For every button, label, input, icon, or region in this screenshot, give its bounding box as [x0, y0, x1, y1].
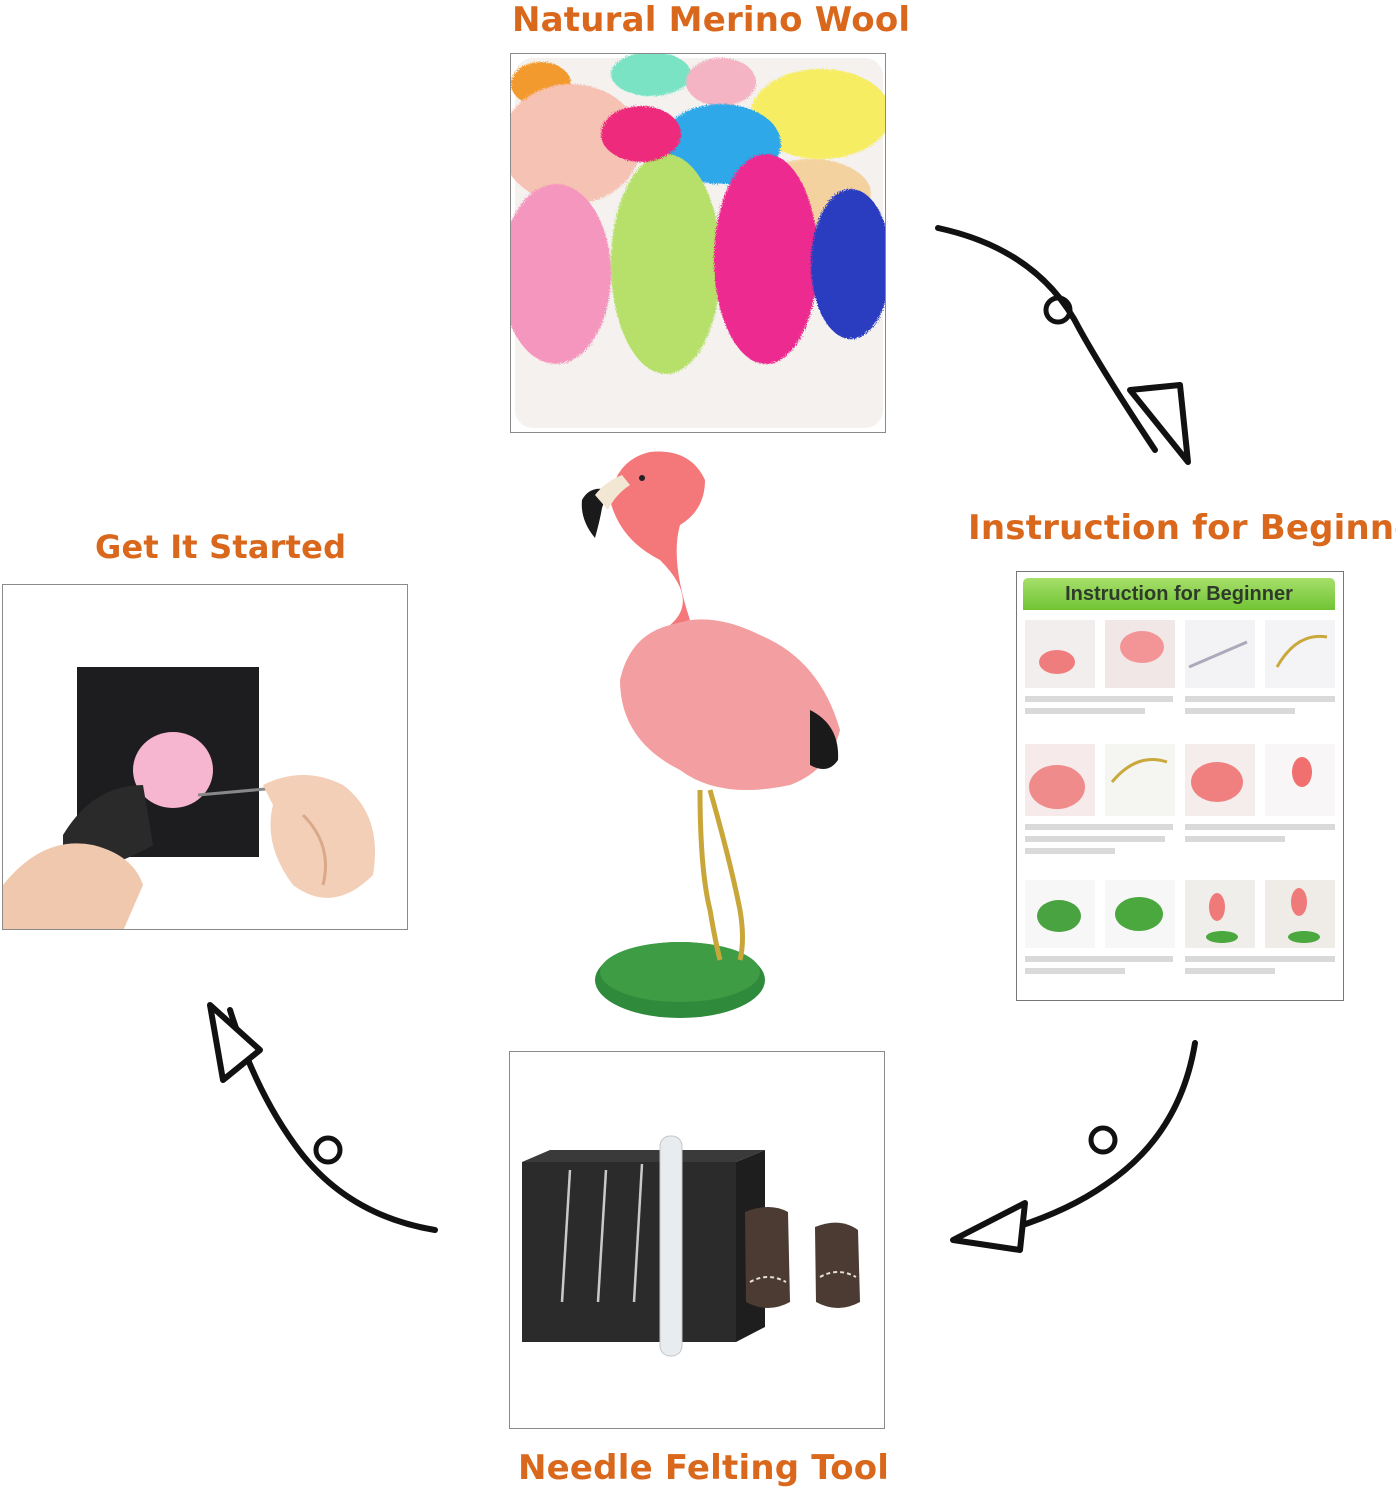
- instruction-label: Instruction for Beginner: [968, 508, 1396, 548]
- wool-label: Natural Merino Wool: [512, 0, 911, 40]
- wool-image-panel: [510, 53, 886, 433]
- curved-arrow-icon: [207, 1002, 438, 1233]
- curved-arrow-icon: [950, 1040, 1198, 1253]
- instruction-card-panel: Instruction for Beginner: [1016, 571, 1344, 1001]
- tool-label: Needle Felting Tool: [518, 1448, 890, 1488]
- instruction-card-title: Instruction for Beginner: [1023, 578, 1335, 610]
- start-label: Get It Started: [95, 528, 347, 566]
- get-started-image-panel: [2, 584, 408, 930]
- felting-hands-image: [3, 667, 375, 929]
- wool-bundles-image: [511, 54, 885, 428]
- tool-image-panel: [509, 1051, 885, 1429]
- instruction-steps-grid: [1025, 620, 1335, 974]
- curved-arrow-icon: [935, 225, 1191, 465]
- flamingo-figure: [581, 451, 840, 1018]
- felting-tool-set-image: [522, 1135, 860, 1357]
